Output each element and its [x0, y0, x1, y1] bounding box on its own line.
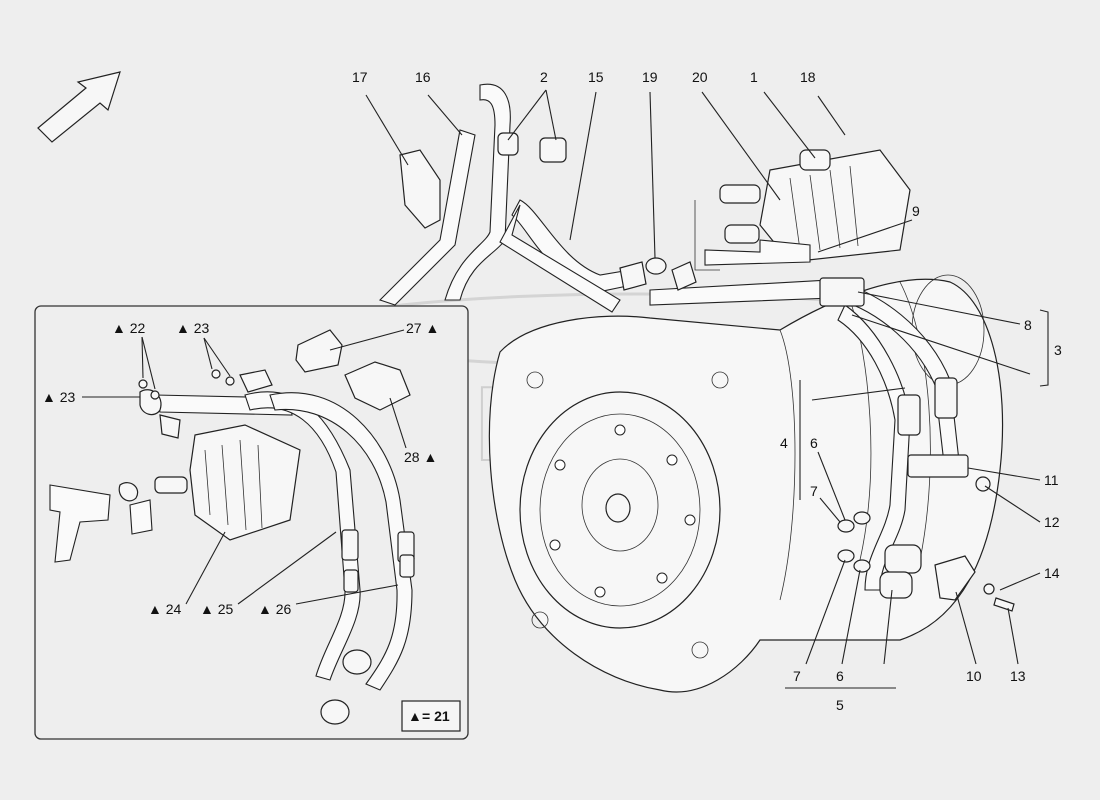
callout-20: 20 — [692, 69, 708, 85]
callout-28: 28 ▲ — [404, 449, 437, 465]
callout-4: 4 — [780, 435, 788, 451]
callout-5: 5 — [836, 697, 844, 713]
callout-leaders — [365, 89, 1049, 689]
callout-12: 12 — [1044, 514, 1060, 530]
callout-23-left: ▲ 23 — [42, 389, 76, 405]
callout-9: 9 — [912, 203, 920, 219]
callout-2: 2 — [540, 69, 548, 85]
main-callouts: 17 16 2 15 19 20 1 18 9 8 3 11 12 14 10 … — [352, 69, 1062, 713]
callout-7-bottom: 7 — [793, 668, 801, 684]
callout-17: 17 — [352, 69, 368, 85]
legend-symbol: ▲ — [408, 708, 422, 724]
callout-1: 1 — [750, 69, 758, 85]
callout-3: 3 — [1054, 342, 1062, 358]
legend-text: = 21 — [422, 708, 450, 724]
bracket-10 — [934, 555, 1015, 612]
callout-27: 27 ▲ — [406, 320, 439, 336]
coolant-hoses — [378, 83, 697, 313]
callout-14: 14 — [1044, 565, 1060, 581]
torque-converter-flange — [519, 371, 729, 659]
callout-8: 8 — [1024, 317, 1032, 333]
inset-pipes — [139, 389, 415, 725]
callout-19: 19 — [642, 69, 658, 85]
callout-25: ▲ 25 — [200, 601, 234, 617]
callout-10: 10 — [966, 668, 982, 684]
callout-16: 16 — [415, 69, 431, 85]
inset-panel: ▲ 22 ▲ 23 ▲ 23 27 ▲ 28 ▲ ▲ 24 ▲ 25 ▲ 26 … — [34, 305, 469, 740]
callout-7-top: 7 — [810, 483, 818, 499]
callout-6-bottom: 6 — [836, 668, 844, 684]
inset-clips — [138, 329, 411, 411]
callout-26: ▲ 26 — [258, 601, 292, 617]
callout-6-top: 6 — [810, 435, 818, 451]
callout-15: 15 — [588, 69, 604, 85]
callout-13: 13 — [1010, 668, 1026, 684]
seal-rings — [837, 511, 871, 573]
callout-24: ▲ 24 — [148, 601, 182, 617]
inset-legend: ▲ = 21 — [401, 700, 461, 732]
cooler-pipes — [649, 239, 991, 599]
inset-oil-cooler — [49, 424, 301, 563]
front-direction-arrow-icon — [37, 71, 121, 143]
callout-18: 18 — [800, 69, 816, 85]
callout-22: ▲ 22 — [112, 320, 146, 336]
callout-11: 11 — [1044, 472, 1059, 488]
callout-23-top: ▲ 23 — [176, 320, 210, 336]
inset-callout-leaders — [82, 329, 407, 605]
